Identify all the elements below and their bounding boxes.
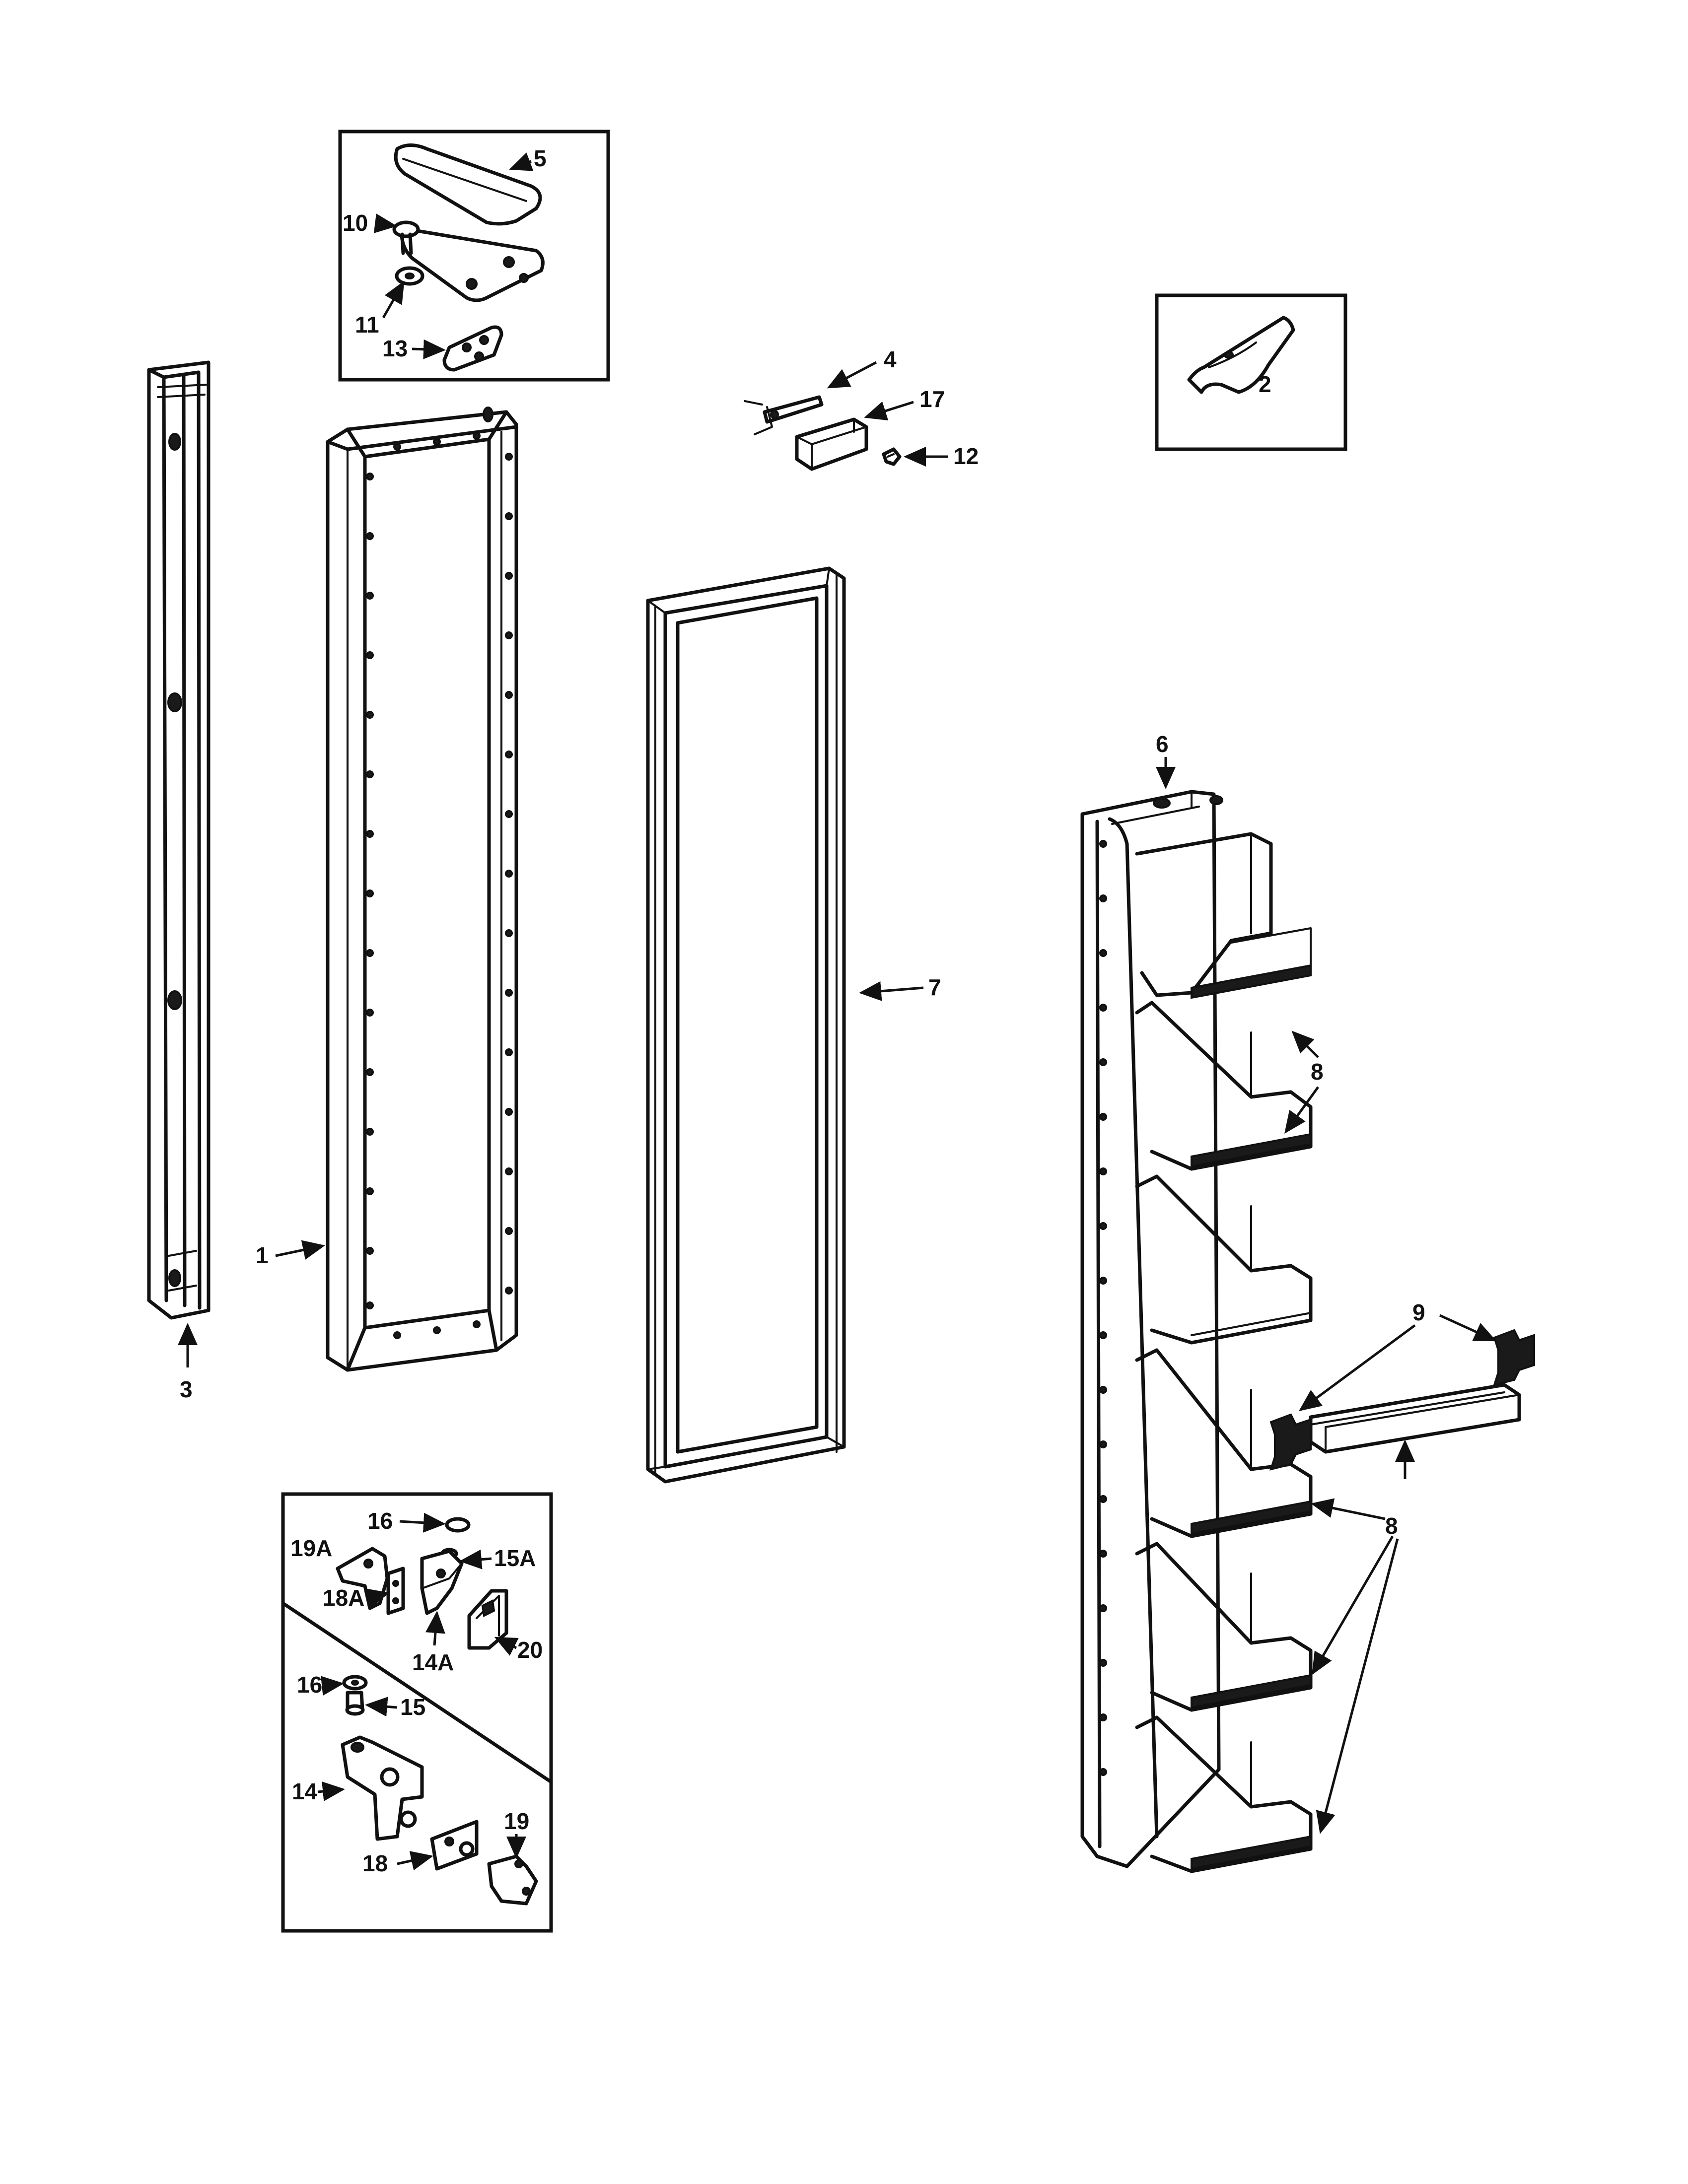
top-hinge-inset-frame xyxy=(338,130,610,382)
callout-11-label: 11 xyxy=(355,312,379,338)
callout-17-label: 17 xyxy=(919,386,945,412)
shelf-5 xyxy=(1135,1542,1313,1712)
switch-block-part xyxy=(795,417,868,471)
callout-16-upper: 16 xyxy=(367,1508,446,1534)
callout-18-label: 18 xyxy=(362,1850,388,1876)
callout-16-lower: 16 xyxy=(297,1672,344,1698)
callout-9-label: 9 xyxy=(1412,1299,1425,1325)
callout-2-label: 2 xyxy=(1259,371,1271,397)
callout-19A: 19A xyxy=(290,1535,332,1561)
screw-part xyxy=(882,447,902,466)
callout-14A: 14A xyxy=(412,1611,454,1675)
callout-16-lower-label: 16 xyxy=(297,1672,322,1698)
shelf-bar-assembly xyxy=(1269,1329,1535,1471)
callout-13: 13 xyxy=(382,336,446,361)
callout-1: 1 xyxy=(256,1240,325,1268)
shelf-2 xyxy=(1135,1001,1313,1171)
shelf-3 xyxy=(1135,1174,1313,1345)
liner-edge-holes xyxy=(1099,840,1107,1776)
hinge-14-part xyxy=(341,1735,424,1841)
callout-4-label: 4 xyxy=(884,346,897,372)
shim-18-part xyxy=(430,1820,479,1871)
callout-7-label: 7 xyxy=(928,974,941,1000)
callout-19: 19 xyxy=(504,1808,529,1859)
callout-7: 7 xyxy=(859,974,941,1001)
callout-4: 4 xyxy=(827,346,897,389)
callout-19A-label: 19A xyxy=(290,1535,332,1561)
top-hinge-plate-part xyxy=(392,220,545,302)
shelf-1 xyxy=(1135,832,1312,999)
callout-19-label: 19 xyxy=(504,1808,529,1834)
door-gasket-part xyxy=(646,566,846,1484)
washer-16-upper-part xyxy=(445,1517,471,1533)
callout-15A: 15A xyxy=(459,1545,536,1571)
bushing-15-part xyxy=(345,1691,365,1716)
washer-16-lower-part xyxy=(342,1675,368,1691)
callout-15: 15 xyxy=(365,1694,425,1720)
callout-12: 12 xyxy=(904,443,979,469)
shelf-4 xyxy=(1135,1348,1313,1538)
callout-5-label: 5 xyxy=(534,145,547,171)
hinge-pin-head xyxy=(392,220,420,238)
hinge-14A-part xyxy=(420,1549,464,1615)
callout-14-label: 14 xyxy=(292,1778,318,1804)
callout-13-label: 13 xyxy=(382,336,408,361)
handle-trim-part xyxy=(147,360,211,1320)
callout-14A-label: 14A xyxy=(412,1649,454,1675)
hinge-cover-part xyxy=(394,143,542,226)
callout-10-label: 10 xyxy=(343,210,368,236)
callout-20-label: 20 xyxy=(517,1637,543,1663)
lower-hinge-inset-frame xyxy=(281,1492,553,1933)
callout-9: 9 xyxy=(1298,1299,1497,1411)
latch-bracket-part xyxy=(744,395,824,435)
hinge-shim-part xyxy=(442,325,503,372)
callout-18A: 18A xyxy=(323,1585,390,1611)
callout-2: 2 xyxy=(1259,371,1271,397)
callout-11: 11 xyxy=(355,280,405,338)
door-liner-part xyxy=(1080,790,1313,1873)
callout-6: 6 xyxy=(1156,731,1176,789)
cap-inset-frame xyxy=(1155,293,1347,451)
frame-screw-holes xyxy=(366,432,513,1339)
callout-8-upper-label: 8 xyxy=(1311,1059,1324,1085)
callout-18: 18 xyxy=(362,1850,433,1876)
door-panel-frame-part xyxy=(326,407,518,1372)
callout-8-lower: 8 xyxy=(1311,1439,1415,1834)
callout-6-label: 6 xyxy=(1156,731,1169,757)
callout-8-upper: 8 xyxy=(1284,1030,1324,1134)
callout-15-label: 15 xyxy=(400,1694,425,1720)
bar-end-cap-left-part xyxy=(1269,1413,1312,1471)
callout-17: 17 xyxy=(864,386,945,421)
shelf-bar-part xyxy=(1309,1383,1521,1454)
callout-15A-label: 15A xyxy=(494,1545,536,1571)
callout-16-upper-label: 16 xyxy=(367,1508,393,1534)
callout-12-label: 12 xyxy=(953,443,979,469)
callout-14: 14 xyxy=(292,1778,345,1804)
latch-assembly: 4 17 12 xyxy=(744,346,979,471)
callout-18A-label: 18A xyxy=(323,1585,364,1611)
callout-20: 20 xyxy=(494,1637,543,1663)
hinge-washer-part xyxy=(395,266,424,286)
callout-5: 5 xyxy=(509,145,547,171)
bar-end-cap-right-part xyxy=(1493,1329,1535,1386)
inset-divider-line xyxy=(281,1601,553,1784)
shelf-6 xyxy=(1135,1715,1313,1873)
lower-hinge-inset: 16 15A 19A 18A xyxy=(281,1492,553,1933)
cap-clip-part xyxy=(1187,316,1295,394)
cap-inset: 2 xyxy=(1155,293,1347,451)
shim-18A-part xyxy=(386,1567,405,1615)
top-hinge-inset: 5 10 11 13 xyxy=(338,130,610,382)
plate-19-part xyxy=(487,1854,538,1906)
bracket-20-part xyxy=(467,1589,508,1650)
callout-3: 3 xyxy=(178,1323,198,1402)
callout-10: 10 xyxy=(343,210,397,236)
callout-3-label: 3 xyxy=(180,1376,193,1402)
callout-1-label: 1 xyxy=(256,1242,269,1268)
callout-8-lower-label: 8 xyxy=(1385,1513,1398,1539)
